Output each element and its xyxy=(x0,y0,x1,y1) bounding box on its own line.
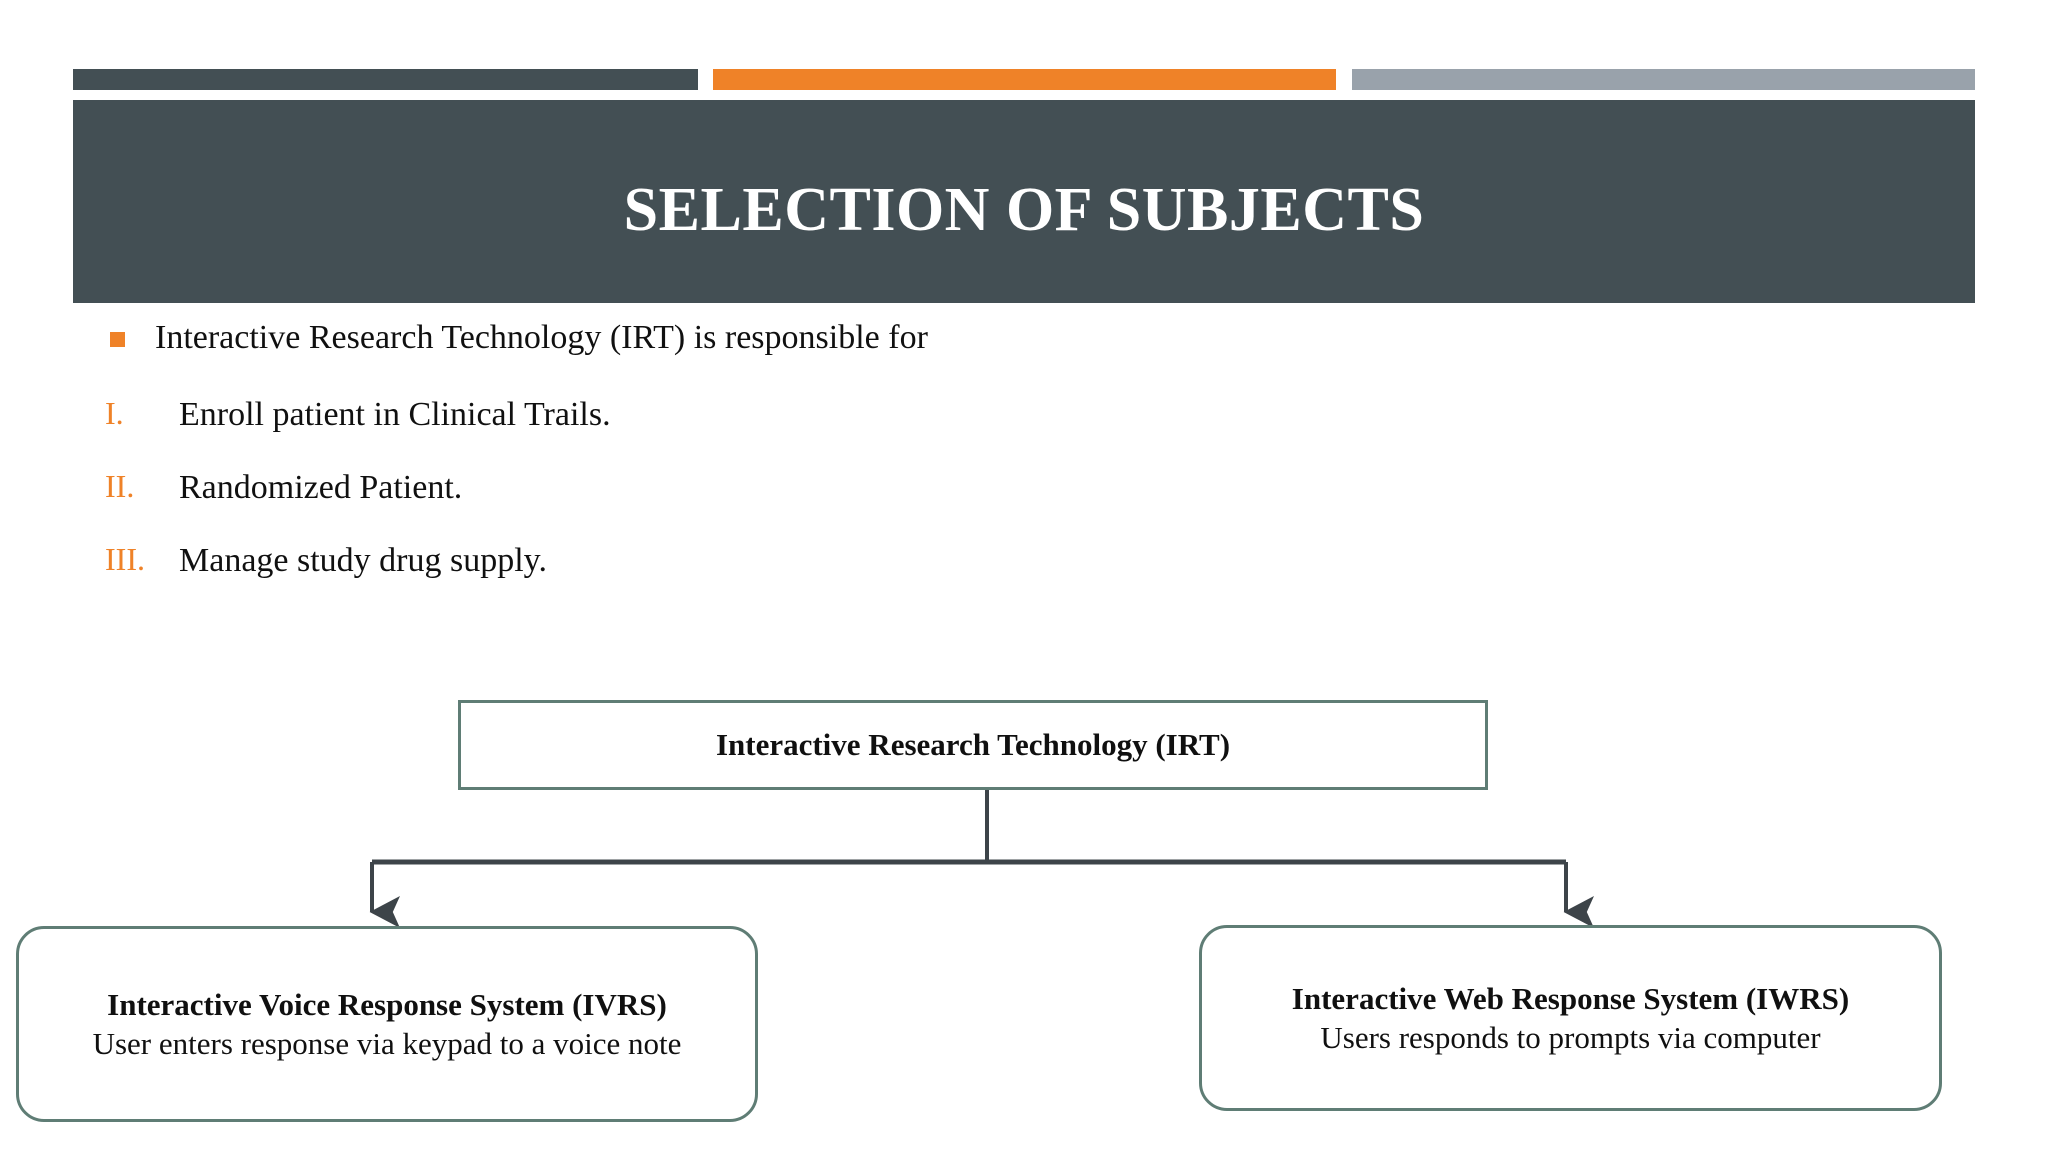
accent-bar-orange xyxy=(713,69,1336,90)
node-irt-label: Interactive Research Technology (IRT) xyxy=(715,727,1231,762)
page-title: SELECTION OF SUBJECTS xyxy=(623,176,1425,244)
bullet-text: Interactive Research Technology (IRT) is… xyxy=(155,319,928,356)
square-bullet-icon xyxy=(110,332,125,347)
accent-bar-dark xyxy=(73,69,698,90)
title-band: SELECTION OF SUBJECTS xyxy=(73,100,1975,303)
node-iwrs-description: Users responds to prompts via computer xyxy=(1320,1019,1821,1055)
roman-item-text: Enroll patient in Clinical Trails. xyxy=(179,396,611,434)
roman-numeral-marker: I. xyxy=(105,395,124,432)
roman-item-text: Randomized Patient. xyxy=(179,469,463,507)
roman-item-text: Manage study drug supply. xyxy=(179,542,547,580)
node-ivrs-description: User enters response via keypad to a voi… xyxy=(92,1025,682,1061)
list-item-roman-1: I. Enroll patient in Clinical Trails. xyxy=(0,395,1500,434)
node-ivrs-title: Interactive Voice Response System (IVRS) xyxy=(107,986,667,1022)
list-item-roman-3: III. Manage study drug supply. xyxy=(0,541,1500,580)
node-iwrs-title: Interactive Web Response System (IWRS) xyxy=(1291,980,1850,1016)
list-item-bullet: Interactive Research Technology (IRT) is… xyxy=(0,318,1500,357)
node-ivrs[interactable]: Interactive Voice Response System (IVRS)… xyxy=(16,926,758,1122)
node-iwrs[interactable]: Interactive Web Response System (IWRS) U… xyxy=(1199,925,1942,1111)
list-item-roman-2: II. Randomized Patient. xyxy=(0,468,1500,507)
node-irt[interactable]: Interactive Research Technology (IRT) xyxy=(458,700,1488,790)
body-list: Interactive Research Technology (IRT) is… xyxy=(0,318,1500,614)
accent-bar-gray xyxy=(1352,69,1975,90)
roman-numeral-marker: II. xyxy=(105,468,135,505)
roman-numeral-marker: III. xyxy=(105,541,145,578)
